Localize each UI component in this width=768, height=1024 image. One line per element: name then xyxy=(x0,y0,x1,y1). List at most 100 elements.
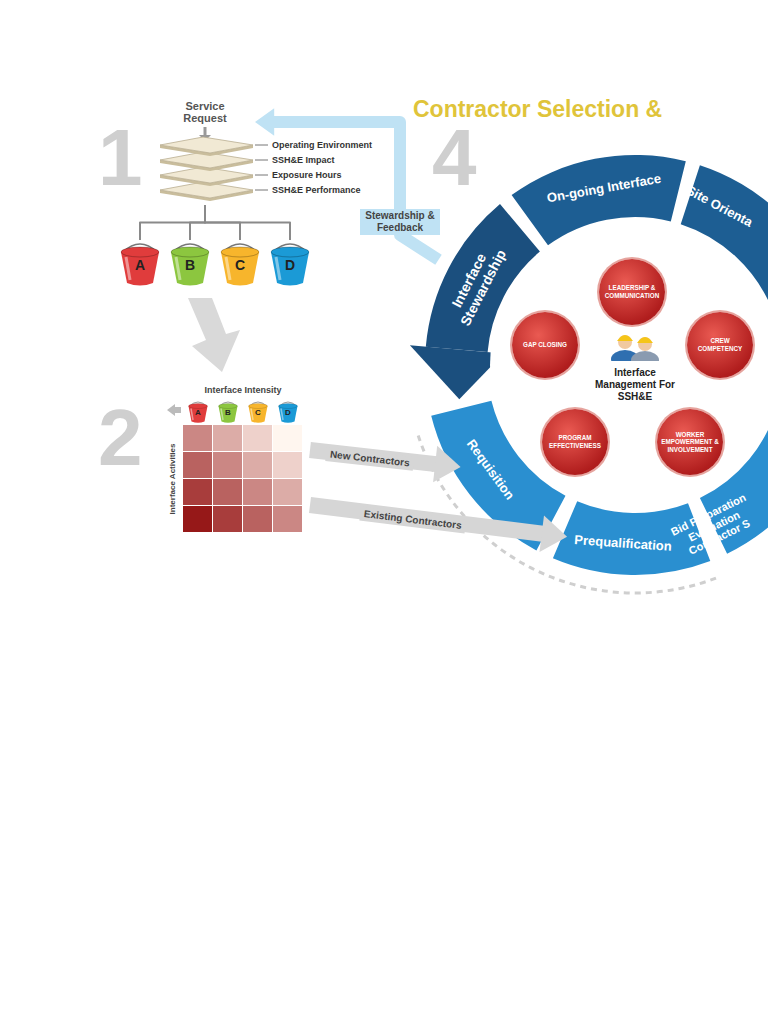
matrix-cell xyxy=(273,425,302,451)
matrix-cell xyxy=(213,479,242,505)
matrix-cell xyxy=(243,425,272,451)
matrix-cell xyxy=(183,479,212,505)
connector-line xyxy=(310,505,543,534)
bucket-shine xyxy=(251,409,253,421)
flow-arrow xyxy=(310,505,567,552)
category-bucket: C xyxy=(218,240,262,286)
bucket-shine xyxy=(281,409,283,421)
down-arrow xyxy=(204,127,207,136)
bucket-shine xyxy=(176,257,180,280)
category-bucket: A xyxy=(187,400,209,423)
stack-heading: Service Request xyxy=(174,100,236,124)
bucket-shine xyxy=(191,409,193,421)
element-text: WORKER EMPOWERMENT & INVOLVEMENT xyxy=(661,431,719,454)
hub-title: Interface Management For SSH&E xyxy=(583,367,687,403)
element-text: GAP CLOSING xyxy=(516,341,574,349)
bucket-letter: C xyxy=(218,240,262,272)
layer-label: Exposure Hours xyxy=(272,169,342,181)
connector-line xyxy=(140,205,205,240)
worker-head xyxy=(638,337,652,351)
leader-line xyxy=(255,175,268,176)
hard-hat xyxy=(637,337,653,343)
element-text: LEADERSHIP & COMMUNICATION xyxy=(603,284,661,299)
category-bucket: C xyxy=(247,400,269,423)
edge-label: New Contractors xyxy=(326,447,415,471)
workers-icon xyxy=(605,329,665,361)
category-bucket: D xyxy=(277,400,299,423)
tree-line xyxy=(140,205,205,240)
step-number: 2 xyxy=(98,398,143,478)
segment-text: Site Orienta xyxy=(680,182,758,233)
edge-label: Stewardship & Feedback xyxy=(360,209,440,235)
flow-arrow xyxy=(310,446,461,483)
edge-label: Existing Contractors xyxy=(359,506,466,533)
bucket-rim xyxy=(121,247,159,257)
step-number: 4 xyxy=(432,118,477,198)
bucket-shine xyxy=(276,257,280,280)
leader-line xyxy=(255,160,268,161)
service-request-stack: Service Request xyxy=(155,100,255,205)
ring-segment-label: On-going Interface xyxy=(534,169,674,208)
matrix-cell xyxy=(243,479,272,505)
element-text: PROGRAM EFFECTIVENESS xyxy=(546,434,604,449)
edge-label-wrap: Existing Contractors xyxy=(352,501,473,533)
category-bucket: B xyxy=(168,240,212,286)
matrix-cell xyxy=(243,452,272,478)
small-arrow xyxy=(167,404,181,416)
element-circle: GAP CLOSING xyxy=(512,312,578,378)
bucket-rim xyxy=(171,247,209,257)
leader-line xyxy=(255,145,268,146)
connector-line xyxy=(205,205,290,240)
layer-label-wrap: Exposure Hours xyxy=(272,169,342,181)
element-circle: CREW COMPETENCY xyxy=(687,312,753,378)
bucket-rim xyxy=(189,404,208,409)
edge-label-wrap: New Contractors xyxy=(315,442,426,472)
layer-label-wrap: SSH&E Impact xyxy=(272,154,335,166)
layer-label-wrap: SSH&E Performance xyxy=(272,184,361,196)
ring-segment-label: Site Orienta xyxy=(680,182,758,233)
worker-body xyxy=(631,351,659,361)
worker-head xyxy=(618,335,632,349)
axis-title: Interface Activities xyxy=(167,425,179,533)
segment-text: On-going Interface xyxy=(534,169,674,208)
bucket-letter: B xyxy=(217,400,239,417)
arrowhead xyxy=(255,108,274,136)
category-bucket: D xyxy=(268,240,312,286)
connector-line xyxy=(190,205,205,240)
bucket-letter: B xyxy=(168,240,212,272)
hard-hat xyxy=(617,335,633,341)
leader-line xyxy=(255,190,268,191)
segment-text: Prequalification xyxy=(567,532,678,555)
layer-label: SSH&E Performance xyxy=(272,184,361,196)
axis-title: Interface Intensity xyxy=(183,385,303,396)
feedback-arrow xyxy=(255,108,439,260)
element-circle: PROGRAM EFFECTIVENESS xyxy=(542,409,608,475)
leader-lines xyxy=(255,145,268,190)
element-circle: WORKER EMPOWERMENT & INVOLVEMENT xyxy=(657,409,723,475)
step-number: 1 xyxy=(98,118,143,198)
tree-line xyxy=(190,205,205,240)
step-number-wrap: 2 xyxy=(98,398,143,478)
layer-label-wrap: Operating Environment xyxy=(272,139,372,151)
matrix-cell xyxy=(213,452,242,478)
bucket-letter: C xyxy=(247,400,269,417)
segment-text: Requisition xyxy=(461,433,520,507)
matrix-cell xyxy=(273,479,302,505)
bucket-letter: A xyxy=(187,400,209,417)
arrowhead xyxy=(540,515,568,552)
edge-label-wrap: Stewardship & Feedback xyxy=(360,209,440,235)
tree-line xyxy=(205,205,290,240)
bucket-rim xyxy=(271,247,309,257)
bucket-letter: D xyxy=(277,400,299,417)
bucket-shine xyxy=(126,257,130,280)
step-number-wrap: 1 xyxy=(98,118,143,198)
matrix-cell xyxy=(273,506,302,532)
bucket-shine xyxy=(221,409,223,421)
interface-hub: Interface Management For SSH&E LEADERSHIP… xyxy=(490,220,768,510)
ring-segment-label: Requisition xyxy=(461,433,520,507)
intensity-matrix: Interface IntensityInterface Activities A… xyxy=(165,385,310,540)
matrix-side-wrap: Interface Activities xyxy=(167,425,179,533)
matrix-heading-wrap: Interface Intensity xyxy=(183,385,303,396)
